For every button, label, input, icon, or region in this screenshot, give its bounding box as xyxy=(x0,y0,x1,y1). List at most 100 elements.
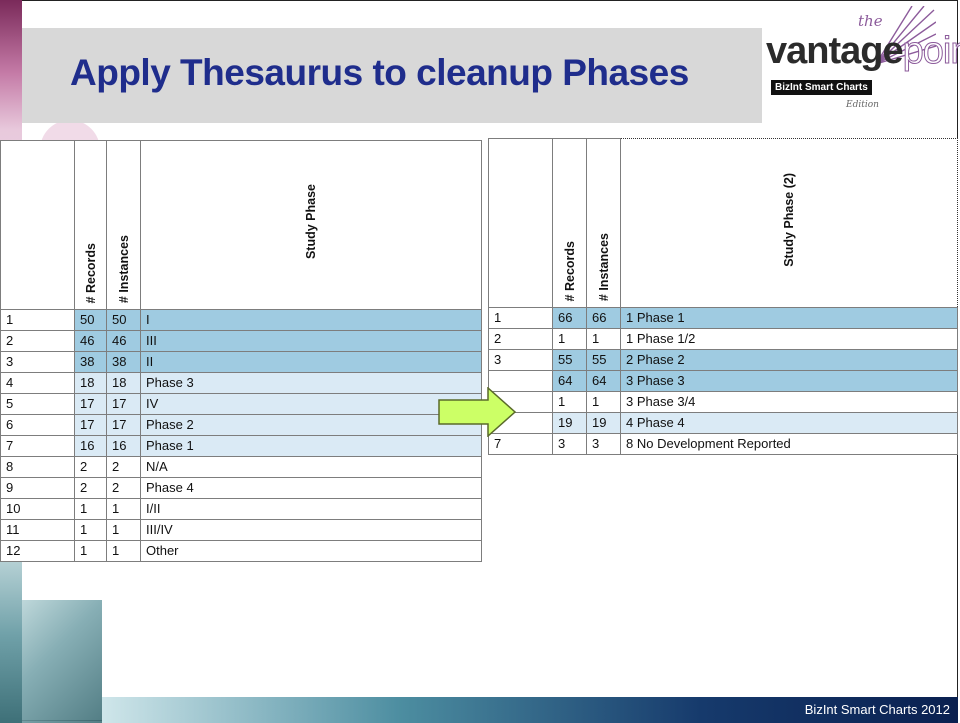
records-cell[interactable]: 38 xyxy=(74,351,107,373)
instances-cell[interactable]: 18 xyxy=(106,372,141,394)
phase-cell[interactable]: 4 Phase 4 xyxy=(620,412,958,434)
instances-cell[interactable]: 50 xyxy=(106,309,141,331)
phase-cell[interactable]: 8 No Development Reported xyxy=(620,433,958,455)
row-index-cell[interactable]: 8 xyxy=(0,456,75,478)
records-cell[interactable]: 1 xyxy=(552,328,587,350)
header-study-phase[interactable]: Study Phase xyxy=(140,140,482,310)
row-index-cell[interactable]: 7 xyxy=(488,433,553,455)
phase-cell[interactable]: II xyxy=(140,351,482,373)
footer-text: BizInt Smart Charts 2012 xyxy=(804,702,950,717)
records-cell[interactable]: 1 xyxy=(74,498,107,520)
instances-cell[interactable]: 17 xyxy=(106,414,141,436)
row-index-cell[interactable]: 1 xyxy=(488,307,553,329)
row-index-cell[interactable]: 7 xyxy=(0,435,75,457)
table-row[interactable]: 619194 Phase 4 xyxy=(488,412,958,434)
records-cell[interactable]: 55 xyxy=(552,349,587,371)
records-cell[interactable]: 17 xyxy=(74,393,107,415)
row-index-cell[interactable]: 5 xyxy=(0,393,75,415)
records-cell[interactable]: 18 xyxy=(74,372,107,394)
header-study-phase-2[interactable]: Study Phase (2) xyxy=(620,138,958,308)
instances-cell[interactable]: 19 xyxy=(586,412,621,434)
phase-cell[interactable]: 3 Phase 3/4 xyxy=(620,391,958,413)
row-index-cell[interactable]: 4 xyxy=(0,372,75,394)
row-index-cell[interactable]: 3 xyxy=(488,349,553,371)
phase-cell[interactable]: III/IV xyxy=(140,519,482,541)
records-cell[interactable]: 50 xyxy=(74,309,107,331)
instances-cell[interactable]: 64 xyxy=(586,370,621,392)
phase-cell[interactable]: Phase 2 xyxy=(140,414,482,436)
instances-cell[interactable]: 1 xyxy=(106,498,141,520)
records-cell[interactable]: 2 xyxy=(74,477,107,499)
phase-cell[interactable]: 1 Phase 1/2 xyxy=(620,328,958,350)
row-index-cell[interactable]: 3 xyxy=(0,351,75,373)
instances-cell[interactable]: 1 xyxy=(106,519,141,541)
header-instances[interactable]: # Instances xyxy=(106,140,141,310)
logo-tag: BizInt Smart Charts xyxy=(771,80,872,95)
phase-cell[interactable]: Other xyxy=(140,540,482,562)
records-cell[interactable]: 1 xyxy=(74,540,107,562)
phase-cell[interactable]: IV xyxy=(140,393,482,415)
instances-cell[interactable]: 66 xyxy=(586,307,621,329)
header-instances[interactable]: # Instances xyxy=(586,138,621,308)
instances-cell[interactable]: 17 xyxy=(106,393,141,415)
row-index-cell[interactable]: 12 xyxy=(0,540,75,562)
phase-cell[interactable]: Phase 3 xyxy=(140,372,482,394)
records-cell[interactable]: 1 xyxy=(552,391,587,413)
instances-cell[interactable]: 2 xyxy=(106,477,141,499)
row-index-cell[interactable]: 6 xyxy=(0,414,75,436)
instances-cell[interactable]: 46 xyxy=(106,330,141,352)
row-index-cell[interactable]: 9 xyxy=(0,477,75,499)
phase-cell[interactable]: Phase 1 xyxy=(140,435,482,457)
instances-cell[interactable]: 2 xyxy=(106,456,141,478)
phase-cell[interactable]: 2 Phase 2 xyxy=(620,349,958,371)
row-index-cell[interactable]: 10 xyxy=(0,498,75,520)
instances-cell[interactable]: 1 xyxy=(586,328,621,350)
phase-cell[interactable]: 3 Phase 3 xyxy=(620,370,958,392)
records-cell[interactable]: 1 xyxy=(74,519,107,541)
phase-cell[interactable]: I xyxy=(140,309,482,331)
phase-cell[interactable]: Phase 4 xyxy=(140,477,482,499)
records-cell[interactable]: 16 xyxy=(74,435,107,457)
row-index-cell[interactable]: 1 xyxy=(0,309,75,331)
phase-cell[interactable]: III xyxy=(140,330,482,352)
phase-cell[interactable]: 1 Phase 1 xyxy=(620,307,958,329)
header-records[interactable]: # Records xyxy=(552,138,587,308)
instances-cell[interactable]: 38 xyxy=(106,351,141,373)
row-index-cell[interactable]: 2 xyxy=(0,330,75,352)
phase-cell[interactable]: N/A xyxy=(140,456,482,478)
row-index-cell[interactable]: 11 xyxy=(0,519,75,541)
records-cell[interactable]: 3 xyxy=(552,433,587,455)
instances-cell[interactable]: 3 xyxy=(586,433,621,455)
records-cell[interactable]: 2 xyxy=(74,456,107,478)
records-cell[interactable]: 19 xyxy=(552,412,587,434)
instances-cell[interactable]: 1 xyxy=(586,391,621,413)
records-cell[interactable]: 64 xyxy=(552,370,587,392)
records-cell[interactable]: 66 xyxy=(552,307,587,329)
row-index-cell[interactable]: 2 xyxy=(488,328,553,350)
records-cell[interactable]: 46 xyxy=(74,330,107,352)
header-records[interactable]: # Records xyxy=(74,140,107,310)
instances-cell[interactable]: 55 xyxy=(586,349,621,371)
instances-cell[interactable]: 16 xyxy=(106,435,141,457)
records-cell[interactable]: 17 xyxy=(74,414,107,436)
instances-cell[interactable]: 1 xyxy=(106,540,141,562)
phase-cell[interactable]: I/II xyxy=(140,498,482,520)
